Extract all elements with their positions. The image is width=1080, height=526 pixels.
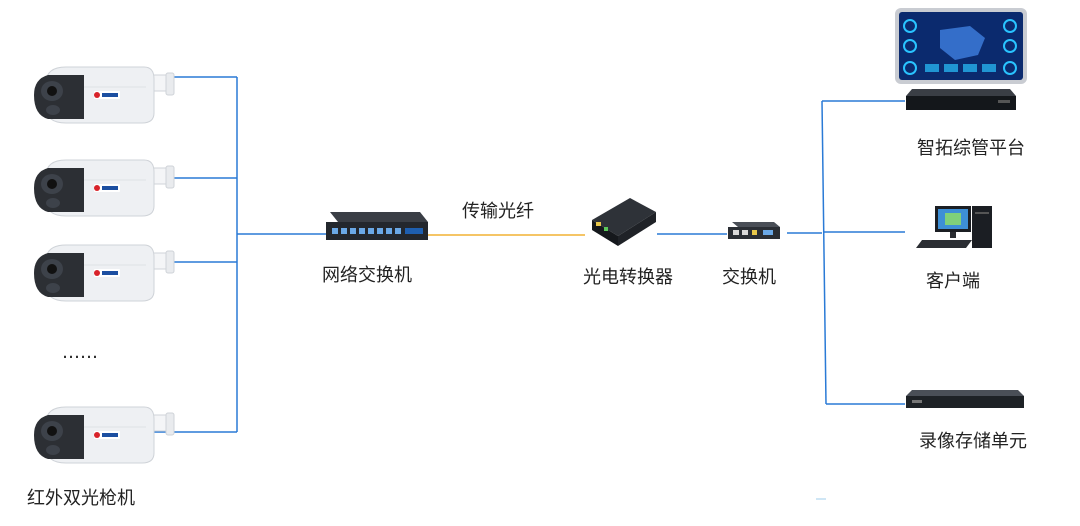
network-switch-label: 网络交换机 bbox=[322, 265, 412, 286]
ellipsis-label: …… bbox=[62, 342, 98, 363]
cameras-label: 红外双光枪机 bbox=[27, 488, 135, 509]
camera-bus-lines bbox=[150, 76, 328, 433]
small-switch-icon bbox=[728, 222, 780, 239]
media-converter-label: 光电转换器 bbox=[583, 267, 673, 288]
fiber-label: 传输光纤 bbox=[462, 201, 534, 222]
faint-mark bbox=[816, 498, 826, 500]
platform-label: 智拓综管平台 bbox=[917, 138, 1025, 159]
client-label: 客户端 bbox=[926, 271, 980, 292]
dashboard-monitor-icon bbox=[895, 8, 1027, 84]
camera-3 bbox=[33, 244, 175, 302]
camera-1 bbox=[33, 66, 175, 124]
camera-2 bbox=[33, 159, 175, 217]
switch-label: 交换机 bbox=[722, 267, 776, 288]
storage-label: 录像存储单元 bbox=[919, 431, 1027, 452]
output-bus-vertical bbox=[821, 100, 827, 405]
nvr-storage-icon bbox=[906, 390, 1024, 408]
media-converter-icon bbox=[592, 198, 656, 246]
desktop-computer-icon bbox=[916, 206, 992, 248]
network-switch-icon bbox=[326, 212, 428, 240]
camera-4 bbox=[33, 406, 175, 464]
server-icon bbox=[906, 89, 1016, 110]
output-bus-lines bbox=[787, 100, 905, 405]
